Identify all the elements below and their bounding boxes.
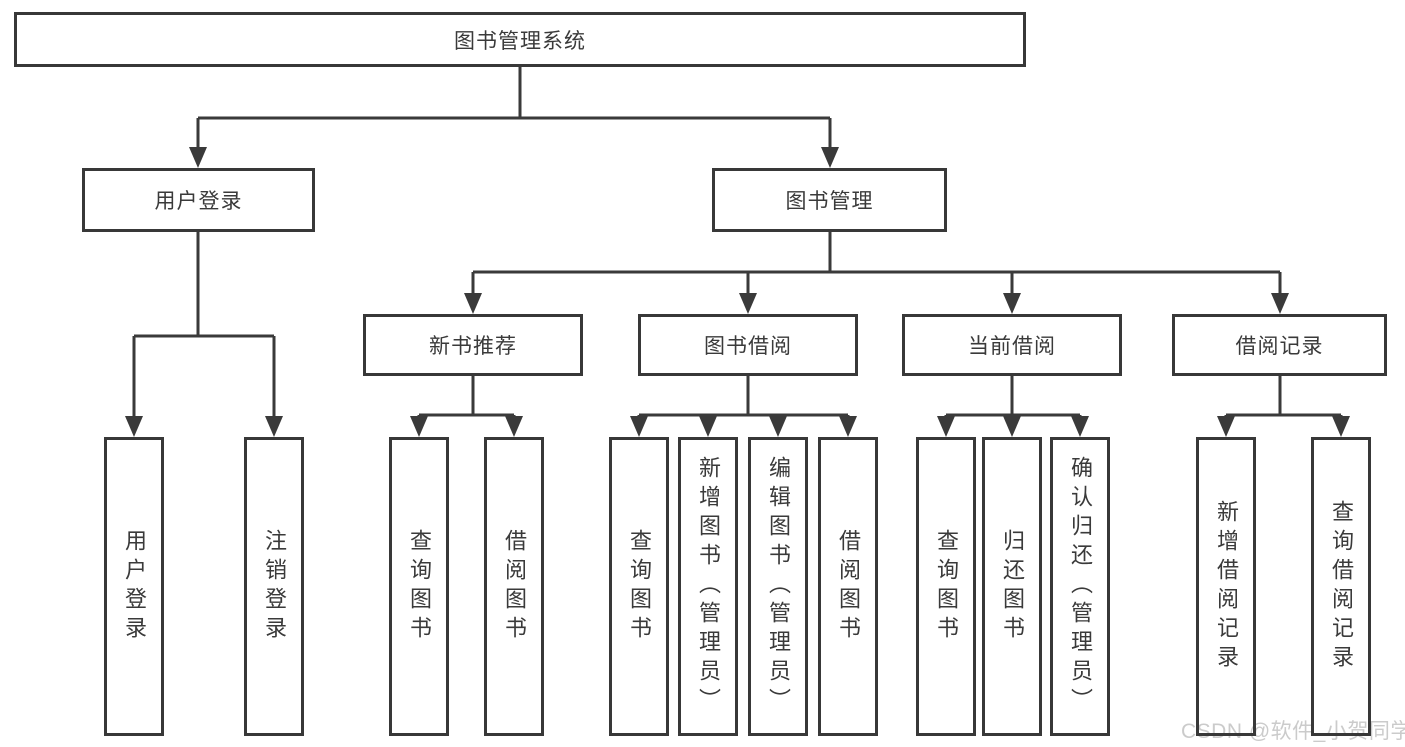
node-book-borrowing: 图书借阅: [638, 314, 858, 376]
leaf-add-books-admin: 新增图书（管理员）: [678, 437, 738, 736]
leaf-query-books-recommend-label: 查询图书: [407, 528, 432, 645]
leaf-query-books-recommend: 查询图书: [389, 437, 449, 736]
node-new-book-recommendation: 新书推荐: [363, 314, 583, 376]
leaf-return-books: 归还图书: [982, 437, 1042, 736]
leaf-add-borrow-record: 新增借阅记录: [1196, 437, 1256, 736]
leaf-confirm-return-admin-label: 确认归还（管理员）: [1068, 456, 1093, 717]
node-borrowing-records: 借阅记录: [1172, 314, 1387, 376]
node-user-login: 用户登录: [82, 168, 315, 232]
leaf-logout-login-label: 注销登录: [262, 528, 287, 645]
leaf-user-login-label: 用户登录: [122, 528, 147, 645]
node-book-management: 图书管理: [712, 168, 947, 232]
leaf-query-borrow-record: 查询借阅记录: [1311, 437, 1371, 736]
leaf-query-borrow-record-label: 查询借阅记录: [1329, 499, 1354, 674]
leaf-query-books-borrowing: 查询图书: [609, 437, 669, 736]
leaf-edit-books-admin: 编辑图书（管理员）: [748, 437, 808, 736]
leaf-borrow-books-recommend-label: 借阅图书: [502, 528, 527, 645]
leaf-query-books-current-label: 查询图书: [934, 528, 959, 645]
leaf-add-books-admin-label: 新增图书（管理员）: [696, 456, 721, 717]
leaf-user-login: 用户登录: [104, 437, 164, 736]
arrowhead-icons: [125, 147, 1350, 437]
leaf-return-books-label: 归还图书: [1000, 528, 1025, 645]
leaf-query-books-current: 查询图书: [916, 437, 976, 736]
leaf-add-borrow-record-label: 新增借阅记录: [1214, 499, 1239, 674]
leaf-edit-books-admin-label: 编辑图书（管理员）: [766, 456, 791, 717]
watermark-text: CSDN @软件_小贺同学: [1181, 720, 1405, 743]
node-library-system: 图书管理系统: [14, 12, 1026, 67]
tree-edges: [132, 67, 1343, 419]
leaf-logout-login: 注销登录: [244, 437, 304, 736]
leaf-confirm-return-admin: 确认归还（管理员）: [1050, 437, 1110, 736]
node-current-borrowing: 当前借阅: [902, 314, 1122, 376]
leaf-borrow-books-borrowing: 借阅图书: [818, 437, 878, 736]
leaf-query-books-borrowing-label: 查询图书: [627, 528, 652, 645]
leaf-borrow-books-borrowing-label: 借阅图书: [836, 528, 861, 645]
leaf-borrow-books-recommend: 借阅图书: [484, 437, 544, 736]
